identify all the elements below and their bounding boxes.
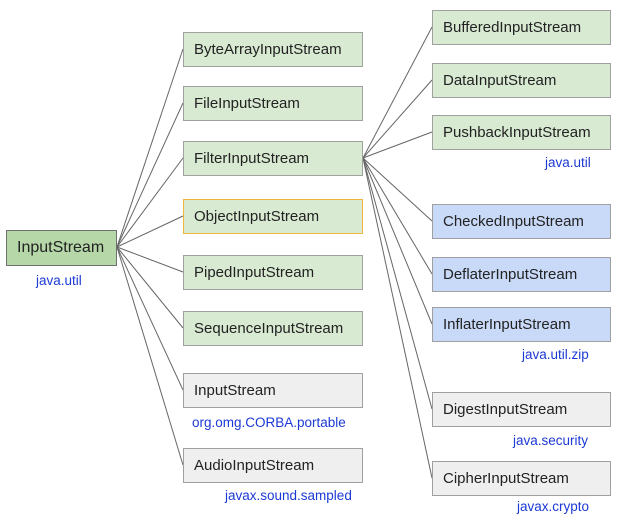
node-pushbackinputstream: PushbackInputStream (432, 115, 611, 150)
node-audioinputstream: AudioInputStream (183, 448, 363, 483)
package-label-corba: org.omg.CORBA.portable (192, 415, 346, 430)
package-label-security: java.security (513, 433, 589, 448)
node-label: DataInputStream (443, 72, 557, 89)
node-filterinputstream: FilterInputStream (183, 141, 363, 176)
node-cipherinputstream: CipherInputStream (432, 461, 611, 496)
node-label: InflaterInputStream (443, 316, 571, 333)
node-label: CipherInputStream (443, 470, 569, 487)
node-objectinputstream: ObjectInputStream (183, 199, 363, 234)
node-label: ByteArrayInputStream (194, 41, 342, 58)
edge-filter-cipher (362, 157, 433, 479)
node-label: AudioInputStream (194, 457, 315, 474)
edge-filter-buffered (362, 26, 433, 159)
package-label-crypto: javax.crypto (517, 499, 590, 514)
node-label: BufferedInputStream (443, 19, 582, 36)
node-pipedinputstream: PipedInputStream (183, 255, 363, 290)
node-label: InputStream (17, 239, 105, 256)
edge-filter-checked (362, 157, 433, 222)
node-label: FileInputStream (194, 95, 300, 112)
node-datainputstream: DataInputStream (432, 63, 611, 98)
edge-root-sequence (116, 246, 184, 329)
edge-root-object (116, 215, 184, 248)
node-label: CheckedInputStream (443, 213, 584, 230)
edge-root-corba (116, 246, 184, 391)
node-label: DeflaterInputStream (443, 266, 578, 283)
node-deflaterinputstream: DeflaterInputStream (432, 257, 611, 292)
node-label: ObjectInputStream (194, 208, 320, 225)
package-label-java-util: java.util (36, 273, 82, 288)
node-label: SequenceInputStream (194, 320, 344, 337)
edge-filter-deflater (362, 157, 433, 275)
edge-root-audio (116, 246, 184, 466)
package-label-zip: java.util.zip (522, 347, 589, 362)
node-digestinputstream: DigestInputStream (432, 392, 611, 427)
edge-root-bytearray (116, 48, 184, 248)
edge-filter-data (362, 79, 433, 159)
edge-filter-pushback (362, 131, 433, 159)
package-label-java-util-2: java.util (545, 155, 591, 170)
node-inputstream-root: InputStream (6, 230, 117, 266)
node-sequenceinputstream: SequenceInputStream (183, 311, 363, 346)
edge-filter-digest (362, 157, 433, 410)
edge-root-piped (116, 246, 184, 273)
node-checkedinputstream: CheckedInputStream (432, 204, 611, 239)
edge-filter-inflater (362, 157, 433, 325)
node-bytearrayinputstream: ByteArrayInputStream (183, 32, 363, 67)
node-label: FilterInputStream (194, 150, 310, 167)
edge-root-file (116, 102, 184, 248)
node-fileinputstream: FileInputStream (183, 86, 363, 121)
node-label: PushbackInputStream (443, 124, 591, 141)
node-label: InputStream (194, 382, 276, 399)
node-label: PipedInputStream (194, 264, 315, 281)
node-corba-inputstream: InputStream (183, 373, 363, 408)
package-label-sound: javax.sound.sampled (225, 488, 352, 503)
node-inflaterinputstream: InflaterInputStream (432, 307, 611, 342)
edge-root-filter (116, 157, 184, 248)
node-bufferedinputstream: BufferedInputStream (432, 10, 611, 45)
node-label: DigestInputStream (443, 401, 568, 418)
